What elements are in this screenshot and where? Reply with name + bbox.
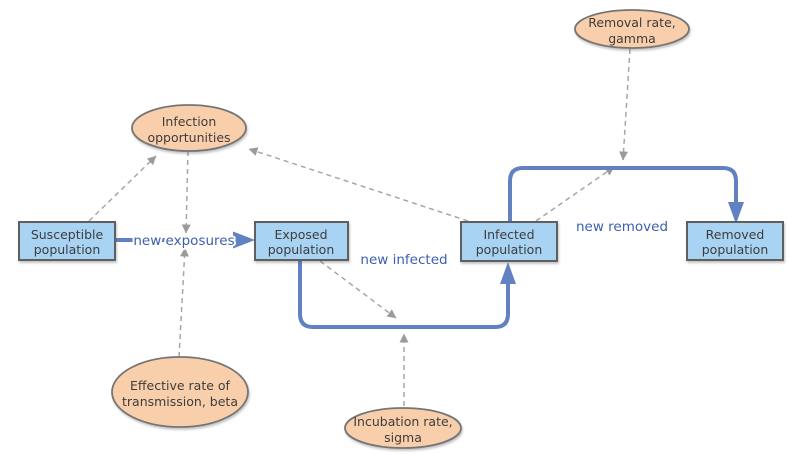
flow-new-exposures-arrowhead-icon — [233, 231, 255, 249]
stock-infected-shape[interactable] — [460, 221, 558, 262]
flow-new-removed-line[interactable] — [508, 166, 738, 222]
stock-infected-label-line2: population — [476, 242, 543, 257]
stock-susceptible-shape[interactable] — [18, 221, 116, 261]
param-incubation-rate-shape[interactable] — [344, 407, 462, 449]
param-removal-rate-label-line1: Removal rate, — [588, 15, 676, 30]
stock-susceptible-label-line2: population — [34, 242, 101, 257]
flow-new-infected-arrowhead-icon — [500, 262, 516, 284]
param-removal-rate-label-line2: gamma — [608, 31, 656, 46]
stock-susceptible-label-line1: Susceptible — [31, 227, 104, 242]
stock-exposed-label-line2: population — [268, 242, 335, 257]
param-incubation-rate-label-line1: Incubation rate, — [353, 414, 452, 429]
flow-label-new-infected: new infected — [360, 252, 447, 268]
stock-removed-label-line1: Removed — [706, 227, 765, 242]
stock-removed-shape[interactable] — [686, 221, 784, 261]
param-transmission-rate-beta[interactable]: Effective rate of transmission, beta — [111, 356, 249, 428]
stock-infected-label-line1: Infected — [483, 227, 534, 242]
flow-new-removed-arrowhead-icon — [728, 202, 744, 224]
flow-new-infected[interactable] — [298, 260, 516, 329]
param-infection-opportunities-label-line2: opportunities — [147, 130, 230, 145]
stock-infected-population[interactable]: Infected population — [460, 221, 558, 262]
stock-exposed-population[interactable]: Exposed population — [254, 221, 349, 261]
flow-new-removed[interactable] — [508, 166, 744, 224]
connector-removal-rate-to-new-removed[interactable] — [619, 48, 631, 161]
param-transmission-rate-label-line2: transmission, beta — [122, 394, 238, 409]
stock-removed-population[interactable]: Removed population — [686, 221, 784, 261]
stock-removed-label-line2: population — [702, 242, 769, 257]
connector-infection-opportunities-to-new-exposures[interactable] — [181, 150, 191, 234]
connector-transmission-rate-to-new-exposures[interactable] — [178, 247, 190, 358]
flow-new-exposures[interactable] — [115, 231, 255, 249]
param-transmission-rate-label-line1: Effective rate of — [130, 378, 231, 393]
flow-new-infected-line[interactable] — [298, 260, 510, 329]
param-infection-opportunities-shape[interactable] — [131, 104, 247, 152]
stock-exposed-label-line1: Exposed — [274, 227, 327, 242]
param-incubation-rate-sigma[interactable]: Incubation rate, sigma — [344, 407, 462, 449]
param-infection-opportunities[interactable]: Infection opportunities — [131, 104, 247, 152]
param-transmission-rate-shape[interactable] — [111, 356, 249, 428]
param-removal-rate-gamma[interactable]: Removal rate, gamma — [574, 9, 690, 49]
connector-exposed-to-new-infected[interactable] — [319, 260, 397, 319]
param-removal-rate-shape[interactable] — [574, 9, 690, 49]
connector-infected-to-new-removed[interactable] — [535, 166, 615, 222]
stock-exposed-shape[interactable] — [254, 221, 349, 261]
connector-infected-to-infection-opportunities[interactable] — [248, 147, 469, 222]
flow-label-new-removed: new removed — [576, 219, 668, 235]
connector-susceptible-to-infection-opportunities[interactable] — [88, 155, 157, 222]
param-incubation-rate-label-line2: sigma — [384, 430, 422, 445]
stock-susceptible-population[interactable]: Susceptible population — [18, 221, 116, 261]
flow-label-new-exposures: new exposures — [133, 233, 234, 249]
param-infection-opportunities-label-line1: Infection — [162, 114, 217, 129]
